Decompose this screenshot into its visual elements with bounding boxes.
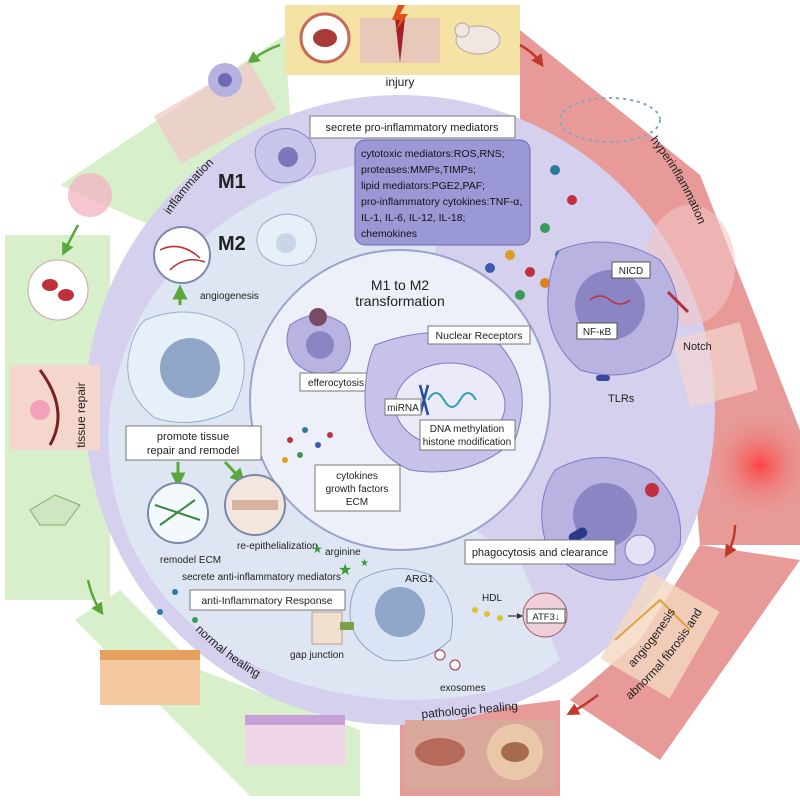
- arrow-injury-to-inflammation: [247, 43, 281, 64]
- inflammation-illustrations: [68, 61, 277, 217]
- remodel-ecm-label: remodel ECM: [160, 555, 221, 566]
- nfkb-box: [576, 322, 618, 340]
- mediator-line: chemokines: [361, 228, 417, 240]
- secretion-dots: [157, 589, 198, 623]
- arrow-fibrosis-to-pathologic: [566, 694, 599, 715]
- m2-label: M2: [218, 233, 246, 255]
- promote-box: [125, 425, 262, 461]
- m1-macrophage-icon: [254, 128, 317, 184]
- tissue-repair-illustrations: [10, 259, 100, 526]
- arrow-to-reepi: [223, 460, 246, 484]
- secrete-anti-label: secrete anti-inflammatory mediators: [182, 572, 341, 583]
- label-tissue-repair: tissue repair: [74, 382, 88, 447]
- mediators-list: cytotoxic mediators:ROS,RNS; proteases:M…: [361, 148, 522, 240]
- promote-line1: promote tissue: [157, 431, 229, 443]
- m2-macrophage-icon: [256, 213, 317, 267]
- label-injury: injury: [386, 75, 415, 89]
- mediator-line: pro-inflammatory cytokines:TNF-α,: [361, 196, 522, 208]
- cycle-arrows: [62, 43, 737, 715]
- center-title-line2: transformation: [355, 293, 444, 309]
- svg-text:★: ★: [338, 562, 352, 579]
- tlrs-label: TLRs: [608, 393, 635, 405]
- m1-label: M1: [218, 171, 246, 193]
- mediators-box: [354, 139, 531, 246]
- mediator-line: IL-1, IL-6, IL-12, IL-18;: [361, 212, 465, 224]
- reepithelialization-label: re-epithelialization: [237, 541, 318, 552]
- m1-secrete-text: secrete pro-inflammatory mediators: [325, 122, 499, 134]
- lightning-icon: [392, 5, 408, 32]
- nuclear-receptors-label: Nuclear Receptors: [436, 330, 523, 342]
- phagocytosis-label: phagocytosis and clearance: [472, 547, 608, 559]
- mediator-line: lipid mediators:PGE2,PAF;: [361, 180, 485, 192]
- scar-icon: [415, 738, 465, 766]
- dna-box: [419, 419, 516, 451]
- fibrosis-illustrations: [600, 571, 720, 699]
- svg-text:★: ★: [312, 542, 323, 556]
- fibroblast-icon: [29, 494, 81, 526]
- arrow-inflammation-to-repair: [62, 224, 80, 256]
- notch-label: Notch: [683, 341, 712, 353]
- m1-secrete-box: [309, 115, 516, 139]
- anti-response-label: anti-Inflammatory Response: [201, 595, 332, 607]
- arg1-label: ARG1: [405, 573, 434, 585]
- mediator-line: proteases:MMPs,TIMPs;: [361, 164, 476, 176]
- dna-line2: histone modification: [423, 437, 511, 448]
- promote-line2: repair and remodel: [147, 445, 239, 457]
- burst-cell-icon: [68, 173, 112, 217]
- nicd-box: [611, 261, 651, 279]
- cyto-line2: growth factors: [326, 484, 389, 495]
- dna-line1: DNA methylation: [430, 424, 504, 435]
- efferocytosis-cell: [286, 308, 351, 375]
- remodel-ecm-circle: [147, 482, 209, 544]
- arrow-injury-to-hyper: [519, 43, 544, 68]
- center-cytokine-dots: [282, 427, 333, 463]
- cyto-line3: ECM: [346, 497, 368, 508]
- gap-junction-label: gap junction: [290, 650, 344, 661]
- angiogenesis-label: angiogenesis: [200, 291, 259, 302]
- exosomes-label: exosomes: [440, 683, 486, 694]
- mirna-label: miRNA: [387, 403, 419, 414]
- reepithelialization-circle: [224, 474, 286, 536]
- angiogenesis-circle: [153, 226, 211, 284]
- anti-response-box: [189, 589, 346, 611]
- svg-text:★: ★: [360, 558, 369, 569]
- injury-illustrations: [299, 5, 501, 64]
- atf3-box: [526, 608, 566, 624]
- hdl-dots: [472, 607, 503, 621]
- arginine-stars: ★ ★ ★: [312, 542, 369, 579]
- mediator-line: cytotoxic mediators:ROS,RNS;: [361, 148, 505, 160]
- m2-large-cell: [127, 311, 245, 423]
- m2-arg1-cell: [349, 568, 453, 662]
- nuclear-receptors-box: [427, 325, 531, 345]
- exosomes-icon: [434, 649, 461, 671]
- phagocytosis-box: [464, 539, 616, 565]
- nicd-label: NICD: [619, 266, 643, 277]
- cyto-line1: cytokines: [336, 471, 378, 482]
- pathologic-healing-illustrations: [405, 720, 555, 790]
- notch-receptor: [666, 290, 690, 314]
- inflammation-red-glow: [705, 410, 800, 520]
- efferocytosis-label: efferocytosis: [308, 378, 364, 389]
- nfkb-label: NF-κB: [583, 327, 612, 338]
- arrow-repair-to-normal: [86, 579, 104, 616]
- cytokines-box: [314, 464, 401, 512]
- normal-healing-illustrations: [100, 650, 345, 765]
- gap-junction-icon: [311, 611, 354, 645]
- mirna-box: [384, 398, 422, 416]
- hdl-label: HDL: [482, 593, 502, 604]
- center-title-line1: M1 to M2: [371, 277, 430, 293]
- atf3-label: ATF3↓: [532, 612, 559, 623]
- tlrs-receptor: [596, 375, 610, 381]
- arrow-hyper-to-fibrosis: [724, 524, 737, 558]
- arginine-label: arginine: [325, 547, 361, 558]
- blood-cells-icon: [27, 259, 89, 321]
